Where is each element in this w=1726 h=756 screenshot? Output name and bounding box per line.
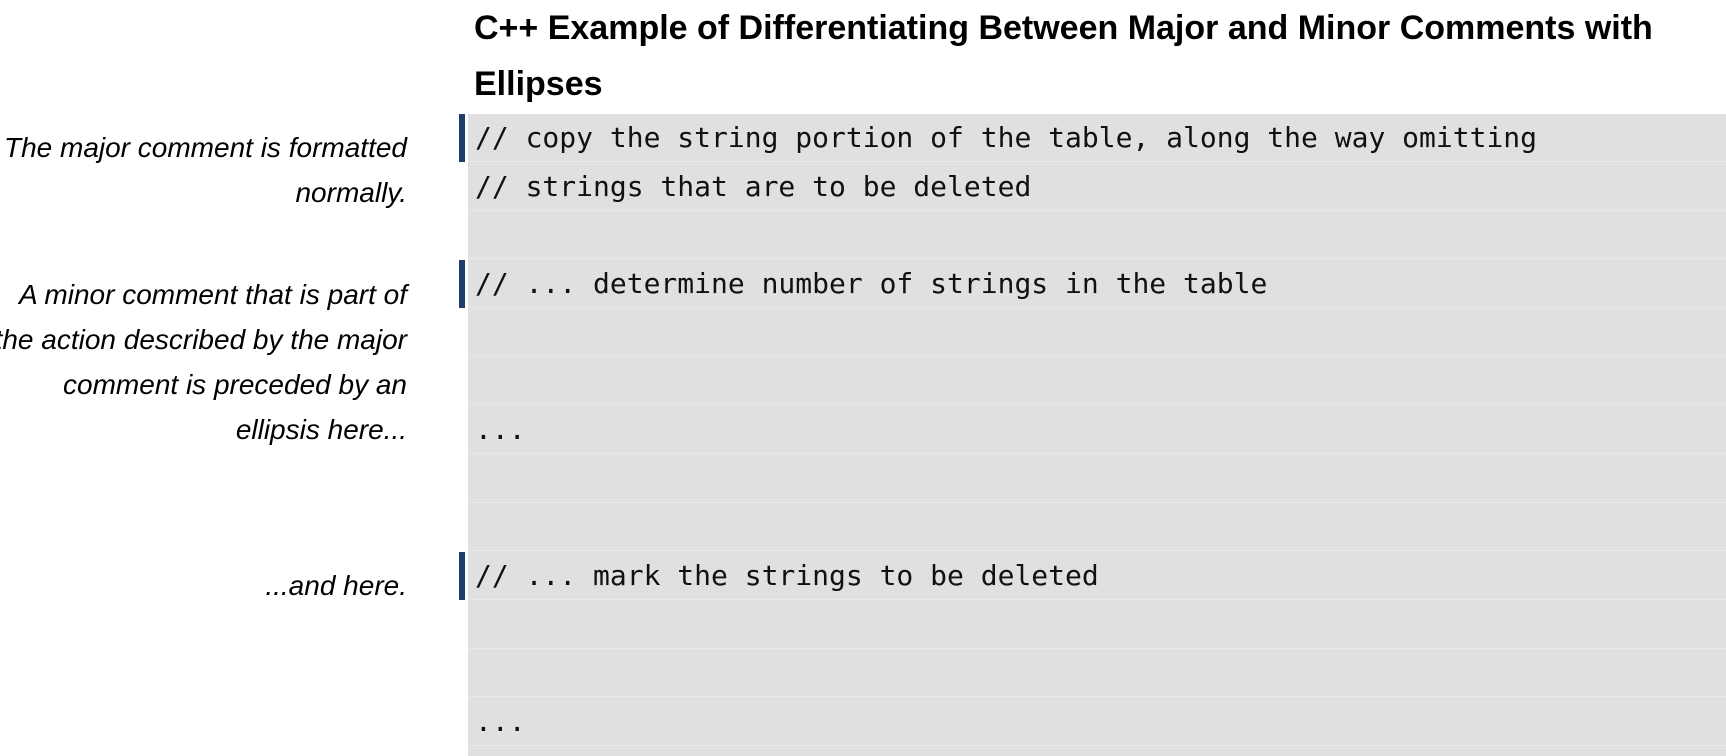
code-line [468,211,1726,259]
code-block [468,114,1726,756]
page-title: C++ Example of Differentiating Between M… [474,9,1653,103]
major-comment-marker [459,114,465,162]
code-line-text: ... [475,413,526,446]
annotation-minor-comment: A minor comment that is part of the acti… [0,279,407,445]
code-line-text: // copy the string portion of the table,… [475,121,1538,154]
code-line: // ... mark the strings to be deleted [468,552,1726,600]
code-line [468,357,1726,405]
code-line-text: // strings that are to be deleted [475,170,1032,203]
code-line-text: // ... determine number of strings in th… [475,267,1268,300]
code-line-text: // ... mark the strings to be deleted [475,559,1099,592]
minor-comment-marker [459,552,465,600]
code-line [468,455,1726,503]
code-line: // ... determine number of strings in th… [468,260,1726,308]
code-line: ... [468,698,1726,746]
annotation-major-comment: The major comment is formatted normally. [3,132,407,208]
code-line [468,649,1726,697]
minor-comment-marker [459,260,465,308]
code-line: ... [468,406,1726,454]
code-line [468,309,1726,357]
code-line: // copy the string portion of the table,… [468,114,1726,162]
code-line [468,503,1726,551]
annotation-and-here: ...and here. [265,570,407,601]
code-line [468,601,1726,649]
code-line: // strings that are to be deleted [468,163,1726,211]
code-line-text: ... [475,705,526,738]
